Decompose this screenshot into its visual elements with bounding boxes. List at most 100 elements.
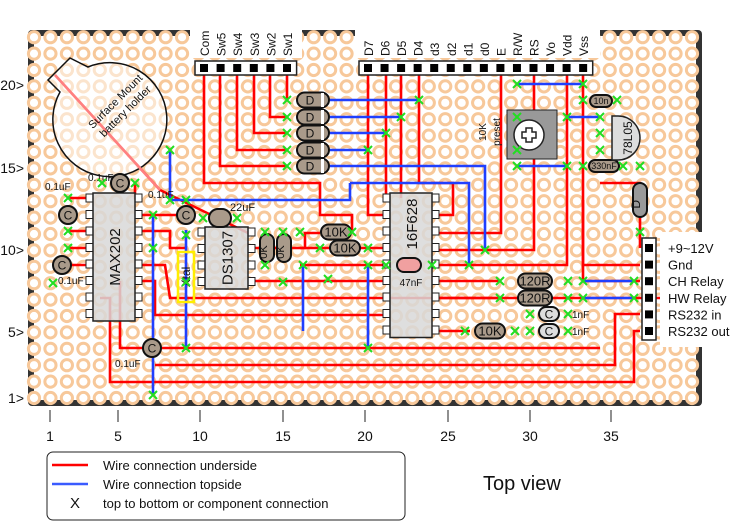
hole — [306, 210, 321, 225]
hole — [619, 46, 634, 61]
hole — [158, 390, 173, 406]
chip-pin — [134, 276, 143, 285]
hole — [174, 177, 190, 192]
view-label: Top view — [483, 473, 561, 495]
hole — [26, 62, 42, 78]
hole — [125, 30, 140, 45]
hole — [339, 161, 354, 176]
hole — [59, 292, 75, 307]
hole — [257, 95, 272, 110]
header-pin-label: D5 — [395, 40, 409, 56]
hole — [438, 308, 453, 324]
hole — [652, 128, 667, 143]
legend-topside-label: Wire connection topside — [103, 477, 242, 492]
header-pin-label: Sw3 — [248, 32, 262, 56]
chip-pin — [431, 226, 440, 236]
hole — [487, 308, 502, 324]
hole — [43, 325, 58, 340]
hole — [26, 259, 42, 274]
hole — [471, 210, 486, 225]
capacitor-0.1uf-label: C — [182, 208, 191, 222]
header-pin-label: Sw4 — [231, 32, 245, 56]
hole — [586, 226, 601, 242]
connector-label: +9~12V — [668, 241, 714, 256]
connection-x-mark — [396, 112, 406, 122]
hole — [26, 194, 42, 209]
plus-icon — [521, 127, 537, 143]
hole — [207, 177, 223, 192]
pic-16f628-chip-label: 16F628 — [404, 199, 421, 250]
hole — [26, 292, 42, 307]
hole — [487, 259, 502, 274]
row-label: 10> — [0, 242, 24, 258]
hole — [306, 79, 321, 94]
hole — [59, 374, 75, 389]
hole — [553, 276, 568, 291]
hole — [339, 390, 354, 406]
hole — [520, 194, 535, 209]
capacitor-47nf — [396, 257, 422, 273]
hole — [273, 390, 288, 406]
capacitor-10n-label: 10n — [593, 96, 608, 106]
hole — [355, 226, 371, 242]
connection-x-mark — [562, 161, 572, 171]
hole — [536, 390, 552, 406]
resistor-120r-label: 120R — [519, 274, 550, 289]
hole — [454, 95, 469, 110]
hole — [125, 390, 140, 406]
hole — [569, 210, 584, 225]
hole — [503, 79, 519, 94]
hole — [174, 95, 190, 110]
underside-wire — [432, 68, 503, 235]
hole — [520, 161, 535, 176]
chip-pin — [431, 210, 440, 219]
connection-x-mark — [363, 145, 373, 155]
hole — [503, 194, 519, 209]
hole — [438, 259, 453, 274]
hole — [684, 62, 700, 78]
hole — [323, 177, 338, 192]
hole — [421, 177, 436, 192]
hole — [174, 390, 190, 406]
hole — [602, 194, 617, 209]
hole — [684, 144, 700, 160]
connection-x-mark — [525, 326, 535, 336]
hole — [635, 79, 650, 94]
hole — [421, 112, 436, 127]
hole — [43, 30, 58, 45]
hole — [471, 161, 486, 176]
hole — [438, 128, 453, 143]
hole — [471, 128, 486, 143]
capacitor-0.1uf-label: C — [58, 258, 67, 272]
hole — [635, 112, 650, 127]
row-label: 1> — [8, 390, 24, 406]
hole — [142, 161, 157, 176]
connection-x-mark — [181, 230, 191, 240]
hole — [174, 112, 190, 127]
hole — [652, 79, 667, 94]
capacitor-330nf — [588, 159, 620, 173]
resistor-120r-label: 120R — [519, 291, 550, 306]
hole — [372, 177, 387, 192]
hole — [26, 161, 42, 176]
header-pin-label: d0 — [478, 42, 492, 56]
hole — [569, 243, 584, 258]
diode-label: D — [306, 110, 315, 124]
connection-x-mark — [635, 161, 645, 171]
hole — [158, 292, 173, 307]
legend-box — [46, 451, 406, 521]
capacitor-value: 0.1uF — [58, 276, 84, 287]
connector-pin — [645, 293, 653, 302]
hole — [586, 79, 601, 94]
hole — [569, 144, 584, 160]
column-label: 20 — [357, 428, 373, 444]
underside-wire — [155, 312, 640, 367]
hole — [26, 390, 42, 406]
hole — [306, 390, 321, 406]
hole — [471, 292, 486, 307]
hole — [668, 177, 683, 192]
regulator-78l05 — [611, 115, 641, 161]
underside-wire — [139, 279, 390, 317]
hole — [503, 161, 519, 176]
hole — [257, 177, 272, 192]
